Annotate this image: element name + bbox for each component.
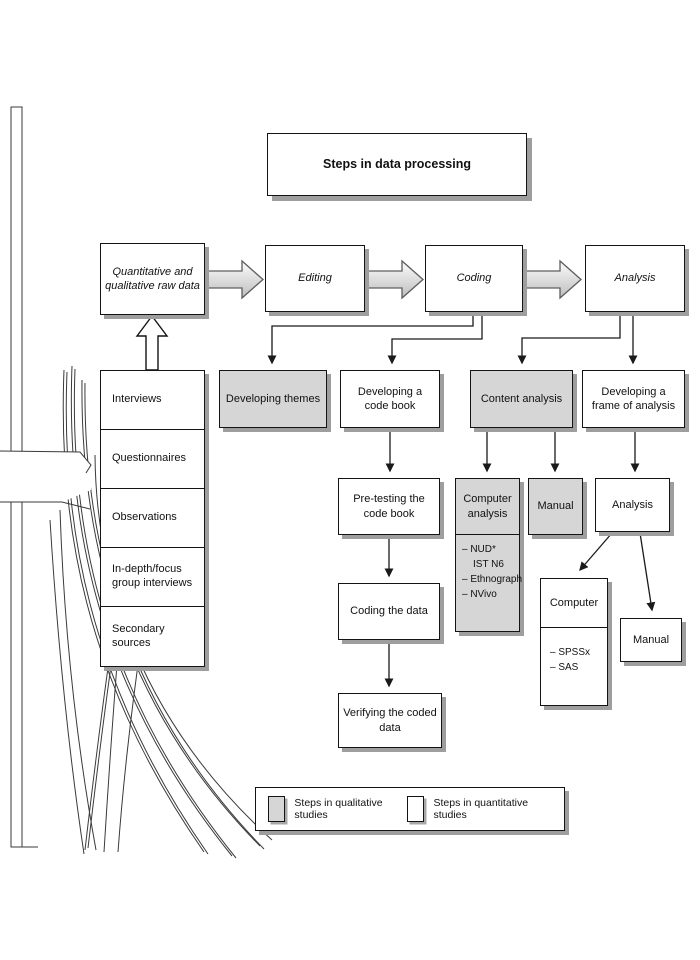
stage-label: Editing bbox=[298, 272, 332, 285]
legend-box: Steps in qualitative studies Steps in qu… bbox=[255, 787, 565, 831]
software-item: – Ethnograph bbox=[462, 573, 523, 585]
legend-item-quantitative: Steps in quantitative studies bbox=[407, 796, 552, 822]
source-label: In-depth/focus group interviews bbox=[112, 563, 193, 589]
node-label: Manual bbox=[537, 500, 574, 513]
white-banner bbox=[0, 450, 92, 510]
software-item: IST N6 bbox=[473, 558, 504, 570]
node-coding-data: Coding the data bbox=[338, 583, 440, 640]
stage-box-editing: Editing bbox=[265, 245, 365, 312]
legend-swatch-qualitative bbox=[268, 796, 286, 822]
software-item: – SAS bbox=[550, 661, 579, 673]
node-computer: Computer bbox=[540, 578, 608, 628]
node-computer-analysis: Computer analysis bbox=[455, 478, 520, 535]
legend-label-qualitative: Steps in qualitative studies bbox=[294, 797, 383, 821]
title-box: Steps in data processing bbox=[267, 133, 527, 196]
source-label: Interviews bbox=[112, 393, 162, 406]
source-cell-indepth-focus: In-depth/focus group interviews bbox=[101, 548, 204, 607]
thick-arrow-icon bbox=[365, 259, 424, 300]
source-cell-interviews: Interviews bbox=[101, 371, 204, 430]
node-content-analysis: Content analysis bbox=[470, 370, 573, 428]
node-code-book: Developing a code book bbox=[340, 370, 440, 428]
source-label: Secondary sources bbox=[112, 622, 165, 649]
software-item: – NUD* bbox=[462, 543, 496, 555]
legend-swatch-quantitative bbox=[407, 796, 425, 822]
node-label: Analysis bbox=[612, 498, 653, 511]
node-manual-quantitative: Manual bbox=[620, 618, 682, 662]
node-verifying: Verifying the coded data bbox=[338, 693, 442, 748]
node-label: Computer bbox=[549, 596, 599, 609]
node-label: Manual bbox=[632, 633, 670, 646]
node-pre-testing: Pre-testing the code book bbox=[338, 478, 440, 535]
up-arrow-icon bbox=[135, 314, 169, 371]
source-cell-secondary: Secondary sources bbox=[101, 607, 204, 666]
source-label: Observations bbox=[112, 511, 177, 524]
node-label: Developing a code book bbox=[357, 385, 423, 412]
node-label: Content analysis bbox=[480, 392, 563, 405]
software-item: – NVivo bbox=[462, 588, 497, 600]
stage-label: Coding bbox=[456, 272, 492, 285]
diagram-title: Steps in data processing bbox=[323, 157, 471, 172]
node-developing-themes: Developing themes bbox=[219, 370, 327, 428]
legend-item-qualitative: Steps in qualitative studies bbox=[268, 796, 407, 822]
node-manual-qualitative: Manual bbox=[528, 478, 583, 535]
software-list-qualitative: – NUD* IST N6 – Ethnograph – NVivo bbox=[455, 533, 523, 632]
node-analysis-sub: Analysis bbox=[595, 478, 670, 532]
node-frame-of-analysis: Developing a frame of analysis bbox=[582, 370, 685, 428]
stage-label: Quantitative and qualitative raw data bbox=[105, 265, 200, 292]
source-cell-observations: Observations bbox=[101, 489, 204, 548]
node-label: Verifying the coded data bbox=[343, 707, 437, 734]
stage-label: Analysis bbox=[614, 272, 656, 285]
connector-lines bbox=[267, 311, 656, 688]
node-label: Pre-testing the code book bbox=[353, 493, 425, 520]
thick-arrow-icon bbox=[523, 259, 582, 300]
node-label: Developing a frame of analysis bbox=[591, 385, 676, 412]
source-label: Questionnaires bbox=[112, 452, 186, 465]
software-item: – SPSSx bbox=[550, 646, 591, 658]
stage-box-analysis: Analysis bbox=[585, 245, 685, 312]
source-cell-questionnaires: Questionnaires bbox=[101, 430, 204, 489]
legend-label-quantitative: Steps in quantitative studies bbox=[433, 797, 529, 821]
thick-arrow-icon bbox=[205, 259, 264, 300]
node-label: Computer analysis bbox=[463, 493, 512, 520]
software-list-quantitative: – SPSSx – SAS bbox=[540, 626, 608, 706]
sources-stack: Interviews Questionnaires Observations I… bbox=[100, 370, 205, 667]
stage-box-raw-data: Quantitative and qualitative raw data bbox=[100, 243, 205, 315]
stage-box-coding: Coding bbox=[425, 245, 523, 312]
node-label: Coding the data bbox=[350, 605, 428, 618]
node-label: Developing themes bbox=[225, 392, 321, 405]
stage-flow-arrows bbox=[205, 259, 582, 300]
